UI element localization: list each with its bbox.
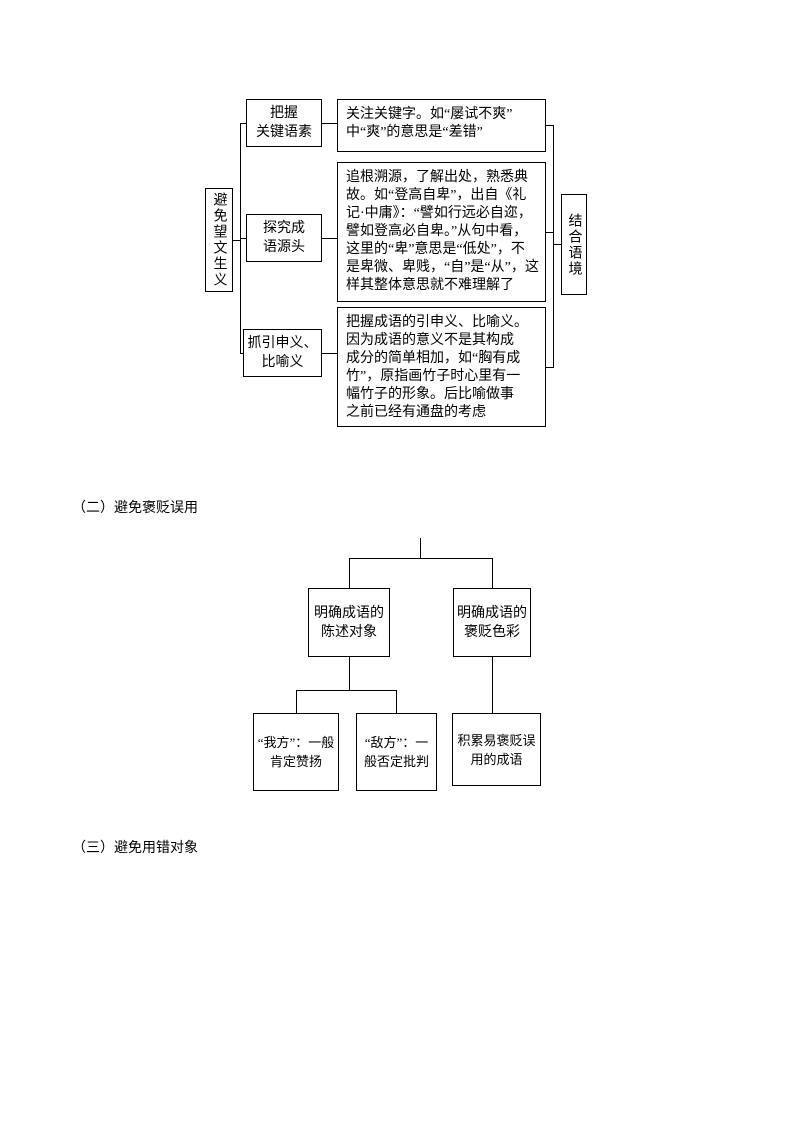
connector-line <box>396 690 397 713</box>
leaf-accumulate-idioms: 积累易褒贬误 用的成语 <box>452 713 541 786</box>
connector-line <box>322 353 337 354</box>
connector-line <box>553 244 561 245</box>
connector-line <box>296 690 297 713</box>
branch-detail-keywords: 关注关键字。如“屡试不爽” 中“爽”的意思是“差错” <box>337 99 546 152</box>
root-node-label: 避免望文生义 <box>211 192 227 288</box>
connector-line <box>240 123 246 124</box>
root-node-box: 避免望文生义 <box>205 188 233 292</box>
branch-detail-extended-meaning: 把握成语的引申义、比喻义。 因为成语的意义不是其构成 成分的简单相加，如“胸有成… <box>337 307 546 427</box>
leaf-our-side: “我方”：一般 肯定赞扬 <box>253 713 339 791</box>
connector-line <box>322 123 337 124</box>
connector-line <box>492 558 493 588</box>
connector-line <box>349 558 350 588</box>
leaf-enemy-side: “敌方”：一 般否定批判 <box>356 713 437 791</box>
branch-label-keywords: 把握 关键语素 <box>246 99 322 147</box>
connector-line <box>349 558 493 559</box>
context-node-box: 结合语境 <box>561 194 587 295</box>
connector-line <box>553 125 554 368</box>
context-node-label: 结合语境 <box>566 212 582 277</box>
branch-label-extended-meaning: 抓引申义、 比喻义 <box>243 329 322 377</box>
branch-detail-origin: 追根溯源，了解出处，熟悉典 故。如“登高自卑”，出自《礼 记·中庸》：“譬如行远… <box>337 162 546 302</box>
node-commendatory-derogatory: 明确成语的 褒贬色彩 <box>453 588 531 657</box>
connector-line <box>492 657 493 713</box>
connector-line <box>322 238 337 239</box>
connector-line <box>240 238 246 239</box>
connector-line <box>240 353 244 354</box>
connector-line <box>233 240 240 241</box>
connector-line <box>546 367 553 368</box>
branch-label-origin: 探究成 语源头 <box>246 214 322 262</box>
connector-line <box>349 657 350 690</box>
connector-line <box>546 125 553 126</box>
section-heading-2: （二）避免褒贬误用 <box>72 499 198 515</box>
connector-line <box>296 690 397 691</box>
connector-line <box>546 232 553 233</box>
connector-line <box>420 538 421 558</box>
node-statement-object: 明确成语的 陈述对象 <box>308 588 390 657</box>
section-heading-3: （三）避免用错对象 <box>72 839 198 855</box>
